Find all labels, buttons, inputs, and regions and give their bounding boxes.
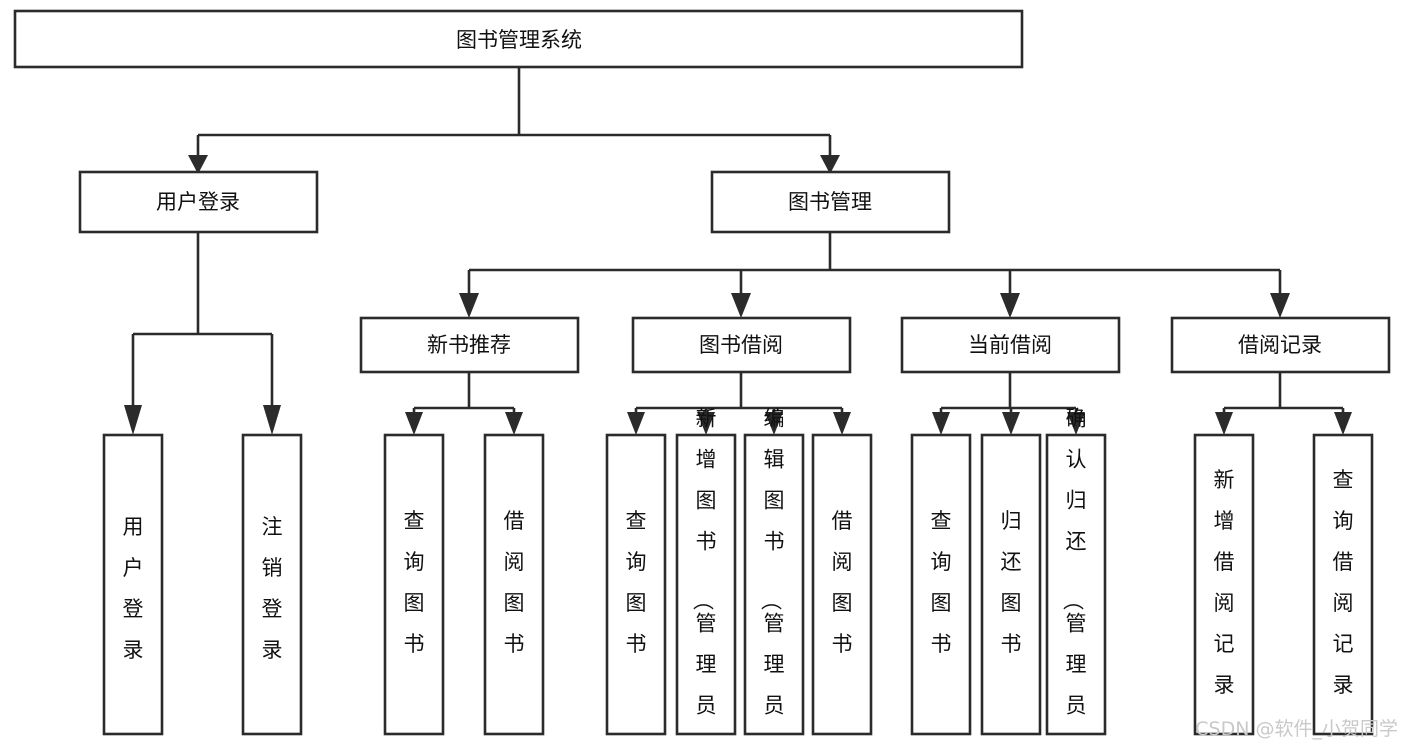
leaf-user-login-logout-box[interactable] <box>241 433 303 736</box>
node-new-book-recommend-label: 新书推荐 <box>427 333 511 357</box>
leaf-borrow-edit-box[interactable] <box>743 433 805 736</box>
node-new-book-recommend[interactable]: 新书推荐 <box>359 316 580 374</box>
leaf-user-login-logout[interactable]: 注销登录 <box>241 433 303 736</box>
arrow-bb-1 <box>627 412 645 435</box>
arrow-bm-1 <box>459 293 479 318</box>
leaf-user-login-login-label: 用户登录 <box>123 515 144 662</box>
node-book-management[interactable]: 图书管理 <box>710 170 951 234</box>
leaf-borrow-edit[interactable]: 编辑图书（管理员） <box>743 407 805 747</box>
node-book-borrow-box[interactable] <box>631 316 852 374</box>
leaf-borrow-lend[interactable]: 借阅图书 <box>811 433 873 736</box>
leaf-newbook-borrow-box[interactable] <box>483 433 545 736</box>
arrow-bm-4 <box>1270 293 1290 318</box>
leaf-current-query[interactable]: 查询图书 <box>910 433 972 736</box>
arrow-cb-1 <box>932 412 950 435</box>
node-user-login[interactable]: 用户登录 <box>78 170 319 234</box>
node-current-borrow-box[interactable] <box>900 316 1121 374</box>
node-borrow-record-label: 借阅记录 <box>1238 333 1322 357</box>
arrow-rb-2 <box>1334 412 1352 435</box>
leaf-current-return-box[interactable] <box>980 433 1042 736</box>
leaf-current-confirm-return-label: 确认归还（管理员） <box>1061 407 1087 747</box>
leaf-record-add[interactable]: 新增借阅记录 <box>1193 433 1255 736</box>
node-book-management-box[interactable] <box>710 170 951 234</box>
leaf-borrow-query-label: 查询图书 <box>626 509 647 656</box>
arrow-rb-1 <box>1215 412 1233 435</box>
node-book-management-label: 图书管理 <box>788 190 872 214</box>
leaf-borrow-lend-label: 借阅图书 <box>832 509 853 656</box>
leaf-current-return[interactable]: 归还图书 <box>980 433 1042 736</box>
node-current-borrow[interactable]: 当前借阅 <box>900 316 1121 374</box>
watermark-label: CSDN @软件_小贺同学 <box>1195 718 1398 740</box>
leaf-current-query-label: 查询图书 <box>931 509 952 656</box>
leaf-borrow-query-box[interactable] <box>605 433 667 736</box>
arrow-nb-2 <box>505 412 523 435</box>
node-root-box[interactable] <box>13 9 1024 69</box>
node-new-book-recommend-box[interactable] <box>359 316 580 374</box>
leaf-record-query-box[interactable] <box>1312 433 1374 736</box>
leaf-current-confirm-return[interactable]: 确认归还（管理员） <box>1045 407 1107 747</box>
leaf-user-login-login[interactable]: 用户登录 <box>102 433 164 736</box>
arrow-bm-2 <box>731 293 751 318</box>
arrow-bb-2 <box>697 412 715 435</box>
leaf-record-add-label: 新增借阅记录 <box>1214 468 1235 697</box>
arrow-bb-3 <box>765 412 783 435</box>
leaf-borrow-edit-label: 编辑图书（管理员） <box>759 407 785 747</box>
node-current-borrow-label: 当前借阅 <box>968 333 1052 357</box>
leaf-record-query-label: 查询借阅记录 <box>1333 468 1354 697</box>
leaf-user-login-logout-label: 注销登录 <box>262 515 283 662</box>
arrow-cb-3 <box>1067 412 1085 435</box>
node-root-label: 图书管理系统 <box>456 28 582 52</box>
leaf-newbook-query[interactable]: 查询图书 <box>383 433 445 736</box>
leaf-borrow-lend-box[interactable] <box>811 433 873 736</box>
leaf-current-confirm-return-box[interactable] <box>1045 433 1107 736</box>
node-user-login-box[interactable] <box>78 170 319 234</box>
leaf-current-query-box[interactable] <box>910 433 972 736</box>
node-borrow-record-box[interactable] <box>1170 316 1391 374</box>
node-root[interactable]: 图书管理系统 <box>13 9 1024 69</box>
leaf-record-query[interactable]: 查询借阅记录 <box>1312 433 1374 736</box>
arrow-root-to-book-mgmt <box>820 155 840 174</box>
node-user-login-label: 用户登录 <box>156 190 240 214</box>
leaf-borrow-query[interactable]: 查询图书 <box>605 433 667 736</box>
leaf-borrow-add[interactable]: 新增图书（管理员） <box>675 407 737 747</box>
arrow-nb-1 <box>405 412 423 435</box>
leaf-user-login-login-box[interactable] <box>102 433 164 736</box>
arrow-bm-3 <box>1000 293 1020 318</box>
node-book-borrow-label: 图书借阅 <box>699 333 783 357</box>
arrow-cb-2 <box>1002 412 1020 435</box>
connector-layer <box>124 67 1352 435</box>
arrow-ul-1 <box>124 405 142 435</box>
arrow-root-to-user-login <box>188 155 208 174</box>
node-book-borrow[interactable]: 图书借阅 <box>631 316 852 374</box>
leaf-newbook-borrow-label: 借阅图书 <box>504 509 525 656</box>
arrow-ul-2 <box>263 405 281 435</box>
arrow-bb-4 <box>833 412 851 435</box>
leaf-record-add-box[interactable] <box>1193 433 1255 736</box>
node-borrow-record[interactable]: 借阅记录 <box>1170 316 1391 374</box>
leaf-borrow-add-label: 新增图书（管理员） <box>691 407 717 747</box>
leaf-borrow-add-box[interactable] <box>675 433 737 736</box>
leaf-current-return-label: 归还图书 <box>1001 509 1022 656</box>
leaf-newbook-query-label: 查询图书 <box>404 509 425 656</box>
leaf-newbook-query-box[interactable] <box>383 433 445 736</box>
leaf-newbook-borrow[interactable]: 借阅图书 <box>483 433 545 736</box>
